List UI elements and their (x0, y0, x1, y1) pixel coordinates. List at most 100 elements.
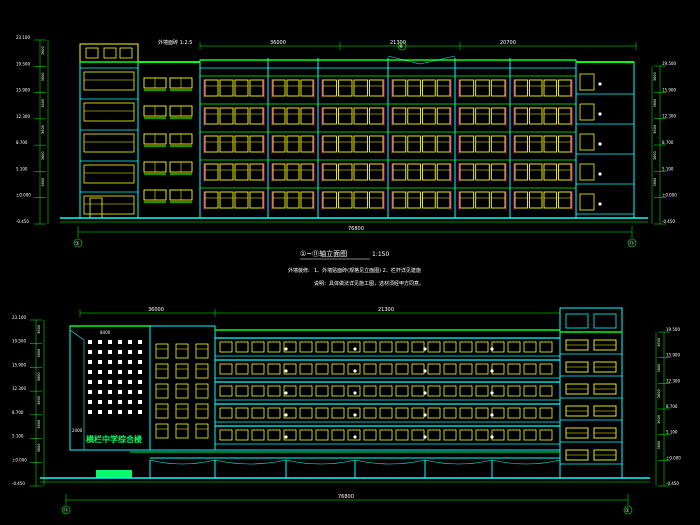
corridor-marker (490, 369, 494, 373)
level-label: 8.700 (666, 404, 678, 409)
main-window (300, 107, 314, 125)
level-label: ±0.000 (666, 455, 681, 460)
main-window (322, 107, 337, 125)
main-window (338, 163, 353, 181)
main-window (475, 191, 490, 209)
bottom-axis-left: ⑪ (63, 507, 68, 514)
level-label: 8.700 (662, 140, 674, 145)
corridor-window (443, 363, 457, 375)
bottom-total-dimension (65, 494, 629, 506)
tower-balcony (83, 195, 135, 215)
top-note-2: 说明：具体做法详见施工图，选材须经甲方同意。 (314, 280, 424, 287)
main-window (353, 107, 368, 125)
atrium-dot (118, 370, 122, 374)
tower-balcony (83, 133, 135, 153)
corridor-window (427, 407, 441, 419)
corridor-window (539, 429, 553, 441)
main-window (338, 191, 353, 209)
main-window (369, 135, 384, 153)
corridor-marker (490, 347, 494, 351)
atrium-dot (108, 370, 112, 374)
corridor-window (315, 341, 329, 353)
main-window (392, 79, 407, 97)
story-dim-label: 3600 (657, 441, 661, 450)
story-dim-label: 3600 (653, 178, 657, 187)
bay-window (195, 363, 209, 379)
main-window (286, 79, 300, 97)
main-window (422, 107, 436, 125)
atrium-dot (108, 410, 112, 414)
story-dim-label: 3600 (37, 325, 41, 334)
corridor-window (395, 341, 409, 353)
atrium-dot (118, 410, 122, 414)
corridor-window (379, 429, 393, 441)
atrium-dot (98, 380, 102, 384)
corridor-window (395, 407, 409, 419)
corridor-marker (423, 435, 427, 439)
corridor-window (363, 363, 377, 375)
atrium-dot (88, 390, 92, 394)
corridor-marker (490, 413, 494, 417)
main-window (543, 191, 557, 209)
bottom-elevation: 36000 21300 8400 2400 横栏中学综合楼 (12, 307, 681, 515)
main-window (459, 191, 475, 209)
right-marker (598, 82, 602, 86)
corridor-window (475, 363, 489, 375)
atrium-dot (138, 400, 142, 404)
corridor-marker (284, 369, 288, 373)
corridor-window (523, 363, 537, 375)
main-window (286, 191, 300, 209)
corridor-window (395, 363, 409, 375)
atrium-grid-dots (88, 340, 142, 414)
corridor-window (219, 385, 233, 397)
level-label: 19.500 (662, 61, 676, 66)
bottom-axis-left-bubble (61, 505, 71, 515)
main-window (272, 79, 286, 97)
main-window (436, 135, 451, 153)
top-elevation: 外墙面砖 1:2.5 36000 21300 20700 ⑥ (16, 35, 677, 287)
main-window (459, 135, 475, 153)
main-window (369, 79, 384, 97)
corridor-marker (284, 391, 288, 395)
main-window (219, 107, 234, 125)
main-window (369, 107, 384, 125)
atrium-dot (128, 410, 132, 414)
main-window (558, 163, 572, 181)
corridor-window (379, 363, 393, 375)
bay-window (195, 403, 209, 419)
corridor-window (267, 429, 281, 441)
atrium-dot (88, 410, 92, 414)
right-window (579, 193, 595, 211)
main-window (514, 135, 528, 153)
corridor-window (347, 429, 361, 441)
bottom-planter (96, 470, 132, 478)
corridor-marker (423, 347, 427, 351)
corridor-window (315, 363, 329, 375)
main-window (558, 107, 572, 125)
corridor-marker (423, 413, 427, 417)
corridor-window (459, 385, 473, 397)
bay-window (175, 343, 189, 359)
corridor-window (411, 429, 425, 441)
atrium-dot (98, 400, 102, 404)
main-window (407, 107, 421, 125)
main-window (490, 79, 506, 97)
main-window (422, 79, 436, 97)
right-window (579, 133, 595, 151)
top-axis-left: ① (75, 241, 80, 247)
corridor-window (379, 385, 393, 397)
main-window (436, 79, 451, 97)
atrium-dot (98, 410, 102, 414)
atrium-dot (118, 350, 122, 354)
top-notes-label: 外墙装修: (288, 267, 310, 274)
top-total-dim: 76800 (348, 226, 364, 232)
corridor-window (411, 385, 425, 397)
main-window (322, 135, 337, 153)
atrium-dot (108, 380, 112, 384)
story-dim-label: 3600 (41, 151, 45, 160)
main-window (369, 191, 384, 209)
atrium-dot (128, 360, 132, 364)
corridor-window (523, 341, 537, 353)
story-dim-label: 3600 (37, 349, 41, 358)
